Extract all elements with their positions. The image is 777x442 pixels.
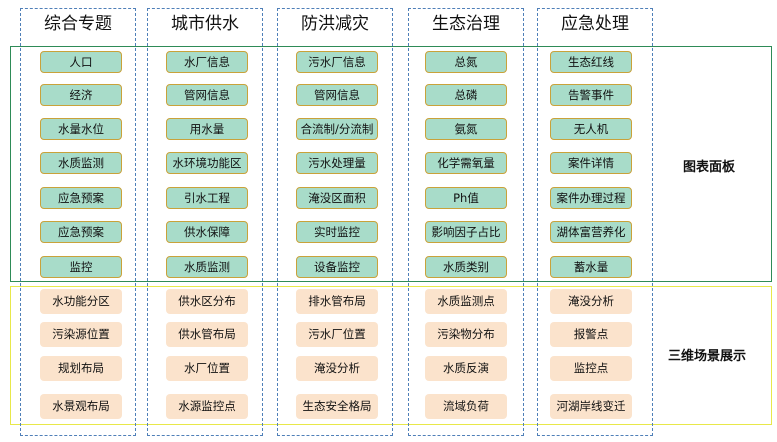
chart-item-box: 管网信息 [296,84,378,106]
chart-item-box: 应急预案 [40,187,122,209]
column-title: 生态治理 [432,14,500,34]
scene-item-box: 污染物分布 [425,322,507,347]
chart-item-box: 应急预案 [40,221,122,243]
chart-item-box: 实时监控 [296,221,378,243]
chart-item-box: 水质类别 [425,256,507,278]
chart-item-box: Ph值 [425,187,507,209]
scene-item-box: 水源监控点 [166,394,248,419]
chart-item-box: 污水处理量 [296,152,378,174]
column-title: 综合专题 [44,14,112,34]
chart-panel-band [10,46,772,282]
chart-item-box: 合流制/分流制 [296,118,378,140]
chart-item-box: 监控 [40,256,122,278]
scene-item-box: 供水区分布 [166,289,248,314]
scene-item-box: 流域负荷 [425,394,507,419]
scene-item-box: 污水厂位置 [296,322,378,347]
column-frame [408,8,524,436]
chart-item-box: 水质监测 [40,152,122,174]
chart-item-box: 引水工程 [166,187,248,209]
column-title: 应急处理 [561,14,629,34]
chart-item-box: 供水保障 [166,221,248,243]
chart-item-box: 案件办理过程 [550,187,632,209]
chart-item-box: 水质监测 [166,256,248,278]
scene-item-box: 淹没分析 [296,356,378,381]
column-frame [537,8,653,436]
scene-item-box: 污染源位置 [40,322,122,347]
chart-item-box: 污水厂信息 [296,51,378,73]
scene-item-box: 淹没分析 [550,289,632,314]
scene-display-label: 三维场景展示 [668,349,747,364]
scene-item-box: 水质监测点 [425,289,507,314]
scene-item-box: 报警点 [550,322,632,347]
scene-item-box: 规划布局 [40,356,122,381]
column-frame [277,8,393,436]
chart-item-box: 氨氮 [425,118,507,140]
scene-item-box: 生态安全格局 [296,394,378,419]
chart-item-box: 水环境功能区 [166,152,248,174]
chart-item-box: 设备监控 [296,256,378,278]
chart-item-box: 案件详情 [550,152,632,174]
chart-item-box: 总氮 [425,51,507,73]
scene-item-box: 水厂位置 [166,356,248,381]
chart-item-box: 经济 [40,84,122,106]
scene-item-box: 供水管布局 [166,322,248,347]
chart-item-box: 人口 [40,51,122,73]
chart-item-box: 水厂信息 [166,51,248,73]
chart-item-box: 总磷 [425,84,507,106]
column-frame [20,8,136,436]
column-title: 城市供水 [171,14,239,34]
chart-item-box: 用水量 [166,118,248,140]
chart-panel-label: 图表面板 [683,160,736,175]
scene-display-band [10,286,772,425]
chart-item-box: 化学需氧量 [425,152,507,174]
chart-item-box: 告警事件 [550,84,632,106]
scene-item-box: 监控点 [550,356,632,381]
column-title: 防洪减灾 [301,14,369,34]
scene-item-box: 水质反演 [425,356,507,381]
scene-item-box: 水景观布局 [40,394,122,419]
chart-item-box: 管网信息 [166,84,248,106]
scene-item-box: 水功能分区 [40,289,122,314]
scene-item-box: 排水管布局 [296,289,378,314]
chart-item-box: 湖体富营养化 [550,221,632,243]
scene-item-box: 河湖岸线变迁 [550,394,632,419]
chart-item-box: 影响因子占比 [425,221,507,243]
chart-item-box: 蓄水量 [550,256,632,278]
chart-item-box: 水量水位 [40,118,122,140]
chart-item-box: 生态红线 [550,51,632,73]
column-frame [147,8,263,436]
chart-item-box: 淹没区面积 [296,187,378,209]
chart-item-box: 无人机 [550,118,632,140]
